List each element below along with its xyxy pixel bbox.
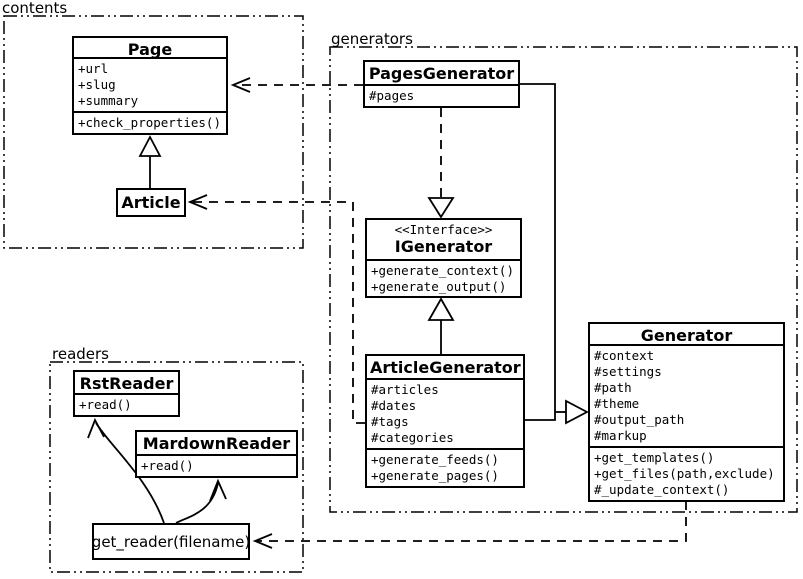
method: +read()	[79, 397, 132, 412]
method: +generate_pages()	[371, 468, 499, 483]
getreader-to-mardownreader-curve	[175, 482, 219, 524]
generator-to-getreader-line	[256, 501, 687, 542]
method: +generate_context()	[371, 263, 514, 278]
title-compartment: <<Interface>> IGenerator	[367, 220, 520, 259]
realization-triangle-icon	[427, 197, 455, 219]
methods-compartment: +get_templates() +get_files(path,exclude…	[590, 446, 783, 500]
attribute: #pages	[369, 88, 415, 103]
method: +generate_feeds()	[371, 452, 499, 467]
package-readers-border	[49, 361, 304, 573]
attribute: #markup	[594, 428, 647, 443]
methods-compartment: +read()	[137, 454, 296, 476]
class-article-generator: ArticleGenerator #articles #dates #tags …	[365, 354, 525, 488]
method: +get_templates()	[594, 450, 715, 465]
package-label-generators: generators	[331, 30, 413, 48]
method: +read()	[141, 458, 194, 473]
class-title: Article	[121, 192, 181, 212]
attribute: +slug	[78, 77, 116, 92]
articlegenerator-to-article-line	[191, 201, 365, 424]
methods-compartment: +read()	[75, 393, 178, 415]
class-title: Generator	[640, 326, 733, 344]
attribute: #context	[594, 348, 655, 363]
attribute: +url	[78, 61, 109, 76]
package-label-readers: readers	[52, 345, 109, 363]
attributes-compartment: #articles #dates #tags #categories	[367, 378, 523, 448]
attributes-compartment: #context #settings #path #theme #output_…	[590, 344, 783, 446]
attribute: #articles	[371, 382, 439, 397]
class-title: Page	[127, 40, 173, 57]
attribute: #categories	[371, 430, 454, 445]
method: #_update_context()	[594, 482, 730, 497]
open-arrowhead-icon	[252, 533, 273, 549]
attribute: +summary	[78, 93, 139, 108]
inheritance-triangle-icon	[427, 297, 455, 321]
inheritance-triangle-icon	[138, 135, 162, 157]
attribute: #tags	[371, 414, 409, 429]
attribute: #theme	[594, 396, 640, 411]
class-title: RstReader	[79, 374, 174, 393]
open-arrowhead-icon	[209, 478, 227, 502]
package-generators-border	[329, 46, 798, 513]
attribute: #dates	[371, 398, 417, 413]
package-label-contents: contents	[2, 0, 68, 17]
attributes-compartment: +url +slug +summary	[74, 57, 226, 111]
open-arrowhead-icon	[187, 194, 208, 210]
open-arrowhead-icon	[230, 77, 251, 93]
class-rst-reader: RstReader +read()	[73, 370, 180, 417]
get-reader-label: get_reader(filename)	[91, 532, 251, 551]
class-stereotype: <<Interface>>	[394, 222, 493, 237]
attributes-compartment: #pages	[365, 84, 518, 106]
inheritance-triangle-icon	[565, 399, 589, 425]
method: +get_files(path,exclude)	[594, 466, 775, 481]
open-arrowhead-icon	[87, 417, 105, 439]
method: +generate_output()	[371, 279, 507, 294]
class-pages-generator: PagesGenerator #pages	[363, 60, 520, 108]
class-generator: Generator #context #settings #path #them…	[588, 322, 785, 502]
attribute: #path	[594, 380, 632, 395]
class-article: Article	[116, 188, 186, 217]
methods-compartment: +generate_context() +generate_output()	[367, 259, 520, 297]
class-title: ArticleGenerator	[370, 358, 521, 377]
get-reader-node: get_reader(filename)	[92, 523, 250, 560]
class-page: Page +url +slug +summary +check_properti…	[72, 36, 228, 135]
methods-compartment: +check_properties()	[74, 111, 226, 133]
class-title: MardownReader	[142, 434, 291, 453]
method: +check_properties()	[78, 115, 221, 130]
package-contents-border	[3, 15, 304, 249]
attribute: #settings	[594, 364, 662, 379]
class-title: IGenerator	[394, 237, 493, 256]
methods-compartment: +generate_feeds() +generate_pages()	[367, 448, 523, 486]
class-title: PagesGenerator	[368, 64, 515, 83]
class-igenerator: <<Interface>> IGenerator +generate_conte…	[365, 218, 522, 298]
pagesgenerator-to-generator-line	[520, 83, 556, 421]
attribute: #output_path	[594, 412, 685, 427]
class-mardown-reader: MardownReader +read()	[135, 430, 298, 478]
